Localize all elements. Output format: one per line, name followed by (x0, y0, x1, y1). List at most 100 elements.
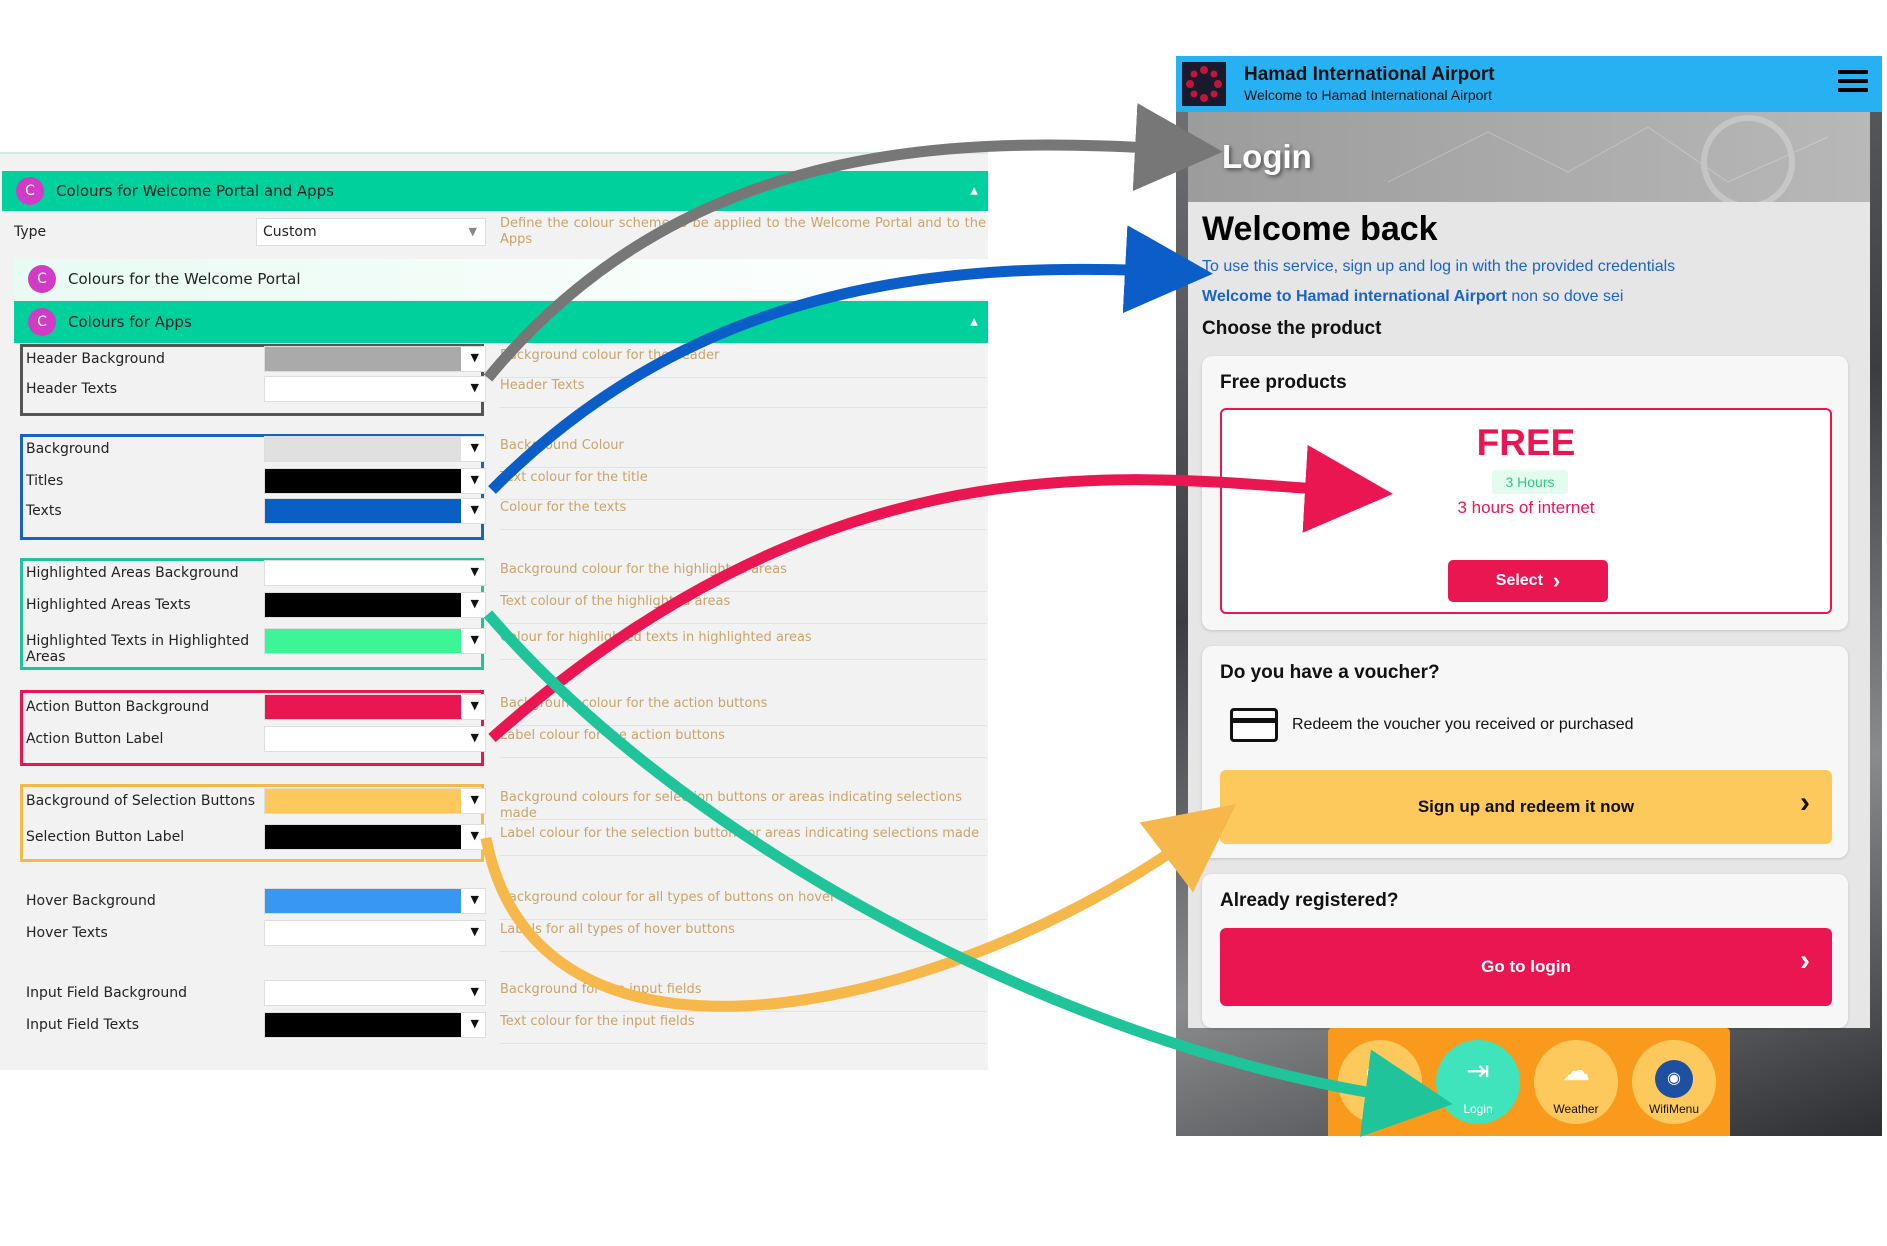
colour-row: Highlighted Texts in Highlighted Areas▼C… (26, 628, 986, 665)
colour-picker[interactable]: ▼ (264, 1012, 486, 1038)
menu-icon[interactable] (1838, 70, 1868, 97)
colour-swatch (265, 629, 461, 653)
colour-swatch (265, 889, 461, 913)
colour-row: Input Field Background▼Background for th… (26, 980, 986, 1012)
colour-row: Titles▼Text colour for the title (26, 468, 986, 500)
colour-row: Action Button Background▼Background colo… (26, 694, 986, 726)
chevron-down-icon: ▼ (470, 441, 479, 454)
redeem-button[interactable]: Sign up and redeem it now › (1220, 770, 1832, 844)
login-title: Login (1222, 138, 1312, 175)
weather-icon: ☁ (1562, 1055, 1590, 1086)
colour-picker[interactable]: ▼ (264, 592, 486, 618)
colour-picker[interactable]: ▼ (264, 694, 486, 720)
colour-swatch (265, 981, 461, 1005)
colour-row-label: Highlighted Areas Background (26, 565, 239, 581)
dock-weather[interactable]: ☁ Weather (1534, 1040, 1618, 1124)
info-icon: ⓘ (1365, 1060, 1395, 1091)
colour-row-description: Background colour for all types of butto… (500, 890, 836, 905)
colour-picker[interactable]: ▼ (264, 436, 486, 462)
colour-row-label: Header Texts (26, 381, 118, 397)
welcome-heading: Welcome back (1202, 210, 1438, 248)
colour-picker[interactable]: ▼ (264, 920, 486, 946)
type-select[interactable]: Custom ▼ (256, 218, 486, 246)
colour-picker[interactable]: ▼ (264, 498, 486, 524)
colour-row-label: Background (26, 441, 110, 457)
colour-row-label: Hover Background (26, 893, 156, 909)
type-select-value: Custom (263, 224, 317, 240)
colour-row-description: Background colour for the header (500, 348, 720, 363)
colour-picker[interactable]: ▼ (264, 560, 486, 586)
colour-picker[interactable]: ▼ (264, 888, 486, 914)
collapse-icon[interactable]: ▲ (970, 185, 978, 197)
registered-title: Already registered? (1220, 890, 1399, 911)
section-title: Colours for Welcome Portal and Apps (56, 182, 334, 200)
colour-config-panel: C Colours for Welcome Portal and Apps ▲ … (0, 152, 988, 1070)
section-badge: C (16, 177, 44, 205)
colour-picker[interactable]: ▼ (264, 346, 486, 372)
colour-row-label: Highlighted Areas Texts (26, 597, 191, 613)
row-divider (500, 819, 986, 820)
app-title: Hamad International Airport (1244, 64, 1495, 85)
colour-swatch (265, 1013, 461, 1037)
colour-picker[interactable]: ▼ (264, 980, 486, 1006)
page-content: Welcome back To use this service, sign u… (1188, 202, 1870, 1028)
colour-picker[interactable]: ▼ (264, 468, 486, 494)
colour-swatch (265, 593, 461, 617)
section-welcome-portal[interactable]: C Colours for the Welcome Portal (14, 259, 988, 299)
row-divider (500, 757, 986, 758)
colour-picker[interactable]: ▼ (264, 726, 486, 752)
login-icon: ⇥ (1466, 1055, 1490, 1086)
colour-swatch (265, 695, 461, 719)
colour-row: Input Field Texts▼Text colour for the in… (26, 1012, 986, 1044)
chevron-down-icon: ▼ (470, 565, 479, 578)
colour-row-description: Background colour for the action buttons (500, 696, 768, 711)
colour-row-description: Background colours for selection buttons… (500, 790, 962, 821)
voucher-row: Redeem the voucher you received or purch… (1230, 708, 1634, 742)
colour-row-label: Selection Button Label (26, 829, 185, 845)
chevron-down-icon: ▼ (470, 985, 479, 998)
colour-row-description: Text colour for the input fields (500, 1014, 695, 1029)
dock-wifi-menu[interactable]: ◉ WifiMenu (1632, 1040, 1716, 1124)
section-title: Colours for the Welcome Portal (68, 270, 301, 288)
row-divider (500, 951, 986, 952)
duration-badge: 3 Hours (1492, 470, 1568, 494)
chevron-down-icon: ▼ (470, 597, 479, 610)
colour-row-label: Action Button Label (26, 731, 164, 747)
colour-row: Hover Background ▼ Background colour for a… (26, 888, 986, 920)
colour-row: Header Background▼Background colour for … (26, 346, 986, 378)
colour-row-label: Highlighted Texts in Highlighted Areas (26, 633, 250, 665)
row-divider (500, 1043, 986, 1044)
dock-info[interactable]: ⓘ Info (1338, 1040, 1422, 1124)
section-welcome-portal-and-apps[interactable]: C Colours for Welcome Portal and Apps ▲ (2, 171, 988, 211)
colour-picker[interactable]: ▼ (264, 788, 486, 814)
dock-label: Weather (1553, 1102, 1599, 1116)
login-banner: Login (1188, 112, 1870, 202)
go-to-login-button[interactable]: Go to login › (1220, 928, 1832, 1006)
colour-row-description: Background colour for the highlighted ar… (500, 562, 787, 577)
colour-row-description: Background Colour (500, 438, 624, 453)
section-apps[interactable]: C Colours for Apps ▲ (14, 301, 988, 343)
free-offer-box[interactable]: FREE 3 Hours 3 hours of internet Select … (1220, 408, 1832, 614)
voucher-title: Do you have a voucher? (1220, 662, 1440, 683)
colour-row: Background ▼ Background Colour (26, 436, 986, 468)
collapse-icon[interactable]: ▲ (970, 316, 978, 328)
colour-picker[interactable]: ▼ (264, 824, 486, 850)
go-to-login-label: Go to login (1481, 957, 1571, 976)
chevron-down-icon: ▼ (470, 893, 479, 906)
chevron-right-icon: › (1552, 568, 1561, 593)
redeem-button-label: Sign up and redeem it now (1417, 797, 1635, 816)
colour-row-label: Input Field Background (26, 985, 187, 1001)
chevron-down-icon: ▼ (468, 225, 477, 238)
colour-row-description: Header Texts (500, 378, 585, 393)
chevron-down-icon: ▼ (470, 351, 479, 364)
dock-login[interactable]: ⇥ Login (1436, 1040, 1520, 1124)
colour-row: Hover Texts▼Labels for all types of hove… (26, 920, 986, 952)
colour-picker[interactable]: ▼ (264, 628, 486, 654)
colour-picker[interactable]: ▼ (264, 376, 486, 402)
section-title: Colours for Apps (68, 313, 192, 331)
chevron-down-icon: ▼ (470, 731, 479, 744)
colour-row: Highlighted Areas Texts▼Text colour of t… (26, 592, 986, 624)
colour-row: Highlighted Areas Background ▼ Background … (26, 560, 986, 592)
section-badge: C (28, 308, 56, 336)
select-button[interactable]: Select › (1448, 560, 1608, 602)
